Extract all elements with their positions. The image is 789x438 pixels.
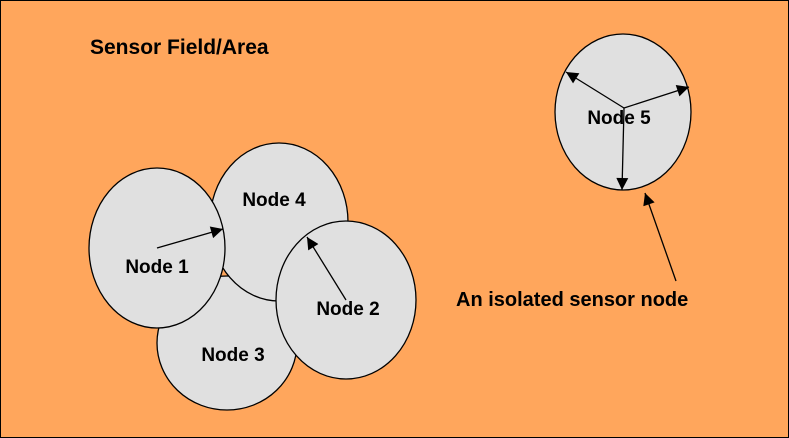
node-1-arrow	[156, 226, 224, 249]
node-5-label: Node 5	[587, 108, 651, 129]
node-5: Node 5	[554, 33, 692, 191]
node-2: Node 2	[275, 220, 417, 380]
node-5-arrow-up-right	[623, 84, 690, 109]
node-5-arrow-up-left	[565, 71, 625, 109]
node-5-arrow-down	[616, 107, 629, 191]
node-3-label: Node 3	[201, 345, 264, 366]
node-1: Node 1	[88, 167, 226, 329]
isolated-node-pointer	[643, 192, 677, 282]
field-title: Sensor Field/Area	[90, 36, 269, 59]
node-5-range	[554, 33, 692, 191]
node-4-label: Node 4	[242, 190, 306, 211]
node-2-arrow	[306, 236, 347, 301]
node-2-label: Node 2	[316, 299, 379, 320]
isolated-node-annotation: An isolated sensor node	[456, 289, 688, 311]
node-1-label: Node 1	[125, 257, 189, 278]
